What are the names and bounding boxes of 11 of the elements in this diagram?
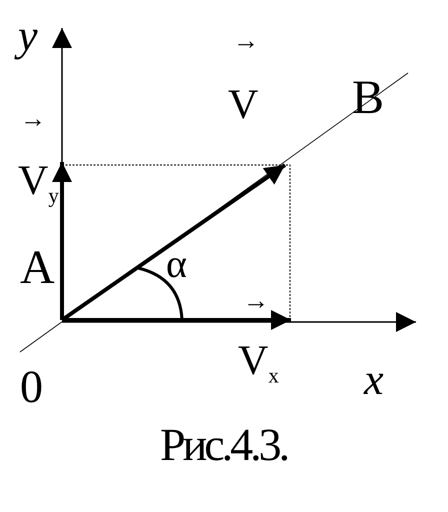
origin-label: 0 xyxy=(20,364,43,410)
axis-label: x xyxy=(364,358,384,402)
vector-arrow-mark: → xyxy=(243,288,269,314)
vector-arrow-mark: → xyxy=(233,28,259,54)
vector-label: V$_{y}$ xyxy=(18,160,59,206)
vector-label: V xyxy=(228,84,258,126)
point-label: A xyxy=(20,244,55,292)
angle-label: α xyxy=(166,244,187,284)
vector-label: V$_{x}$ xyxy=(238,340,279,386)
vector-arrow-mark: → xyxy=(20,106,46,132)
figure-caption: Рис.4.3. xyxy=(160,422,288,468)
